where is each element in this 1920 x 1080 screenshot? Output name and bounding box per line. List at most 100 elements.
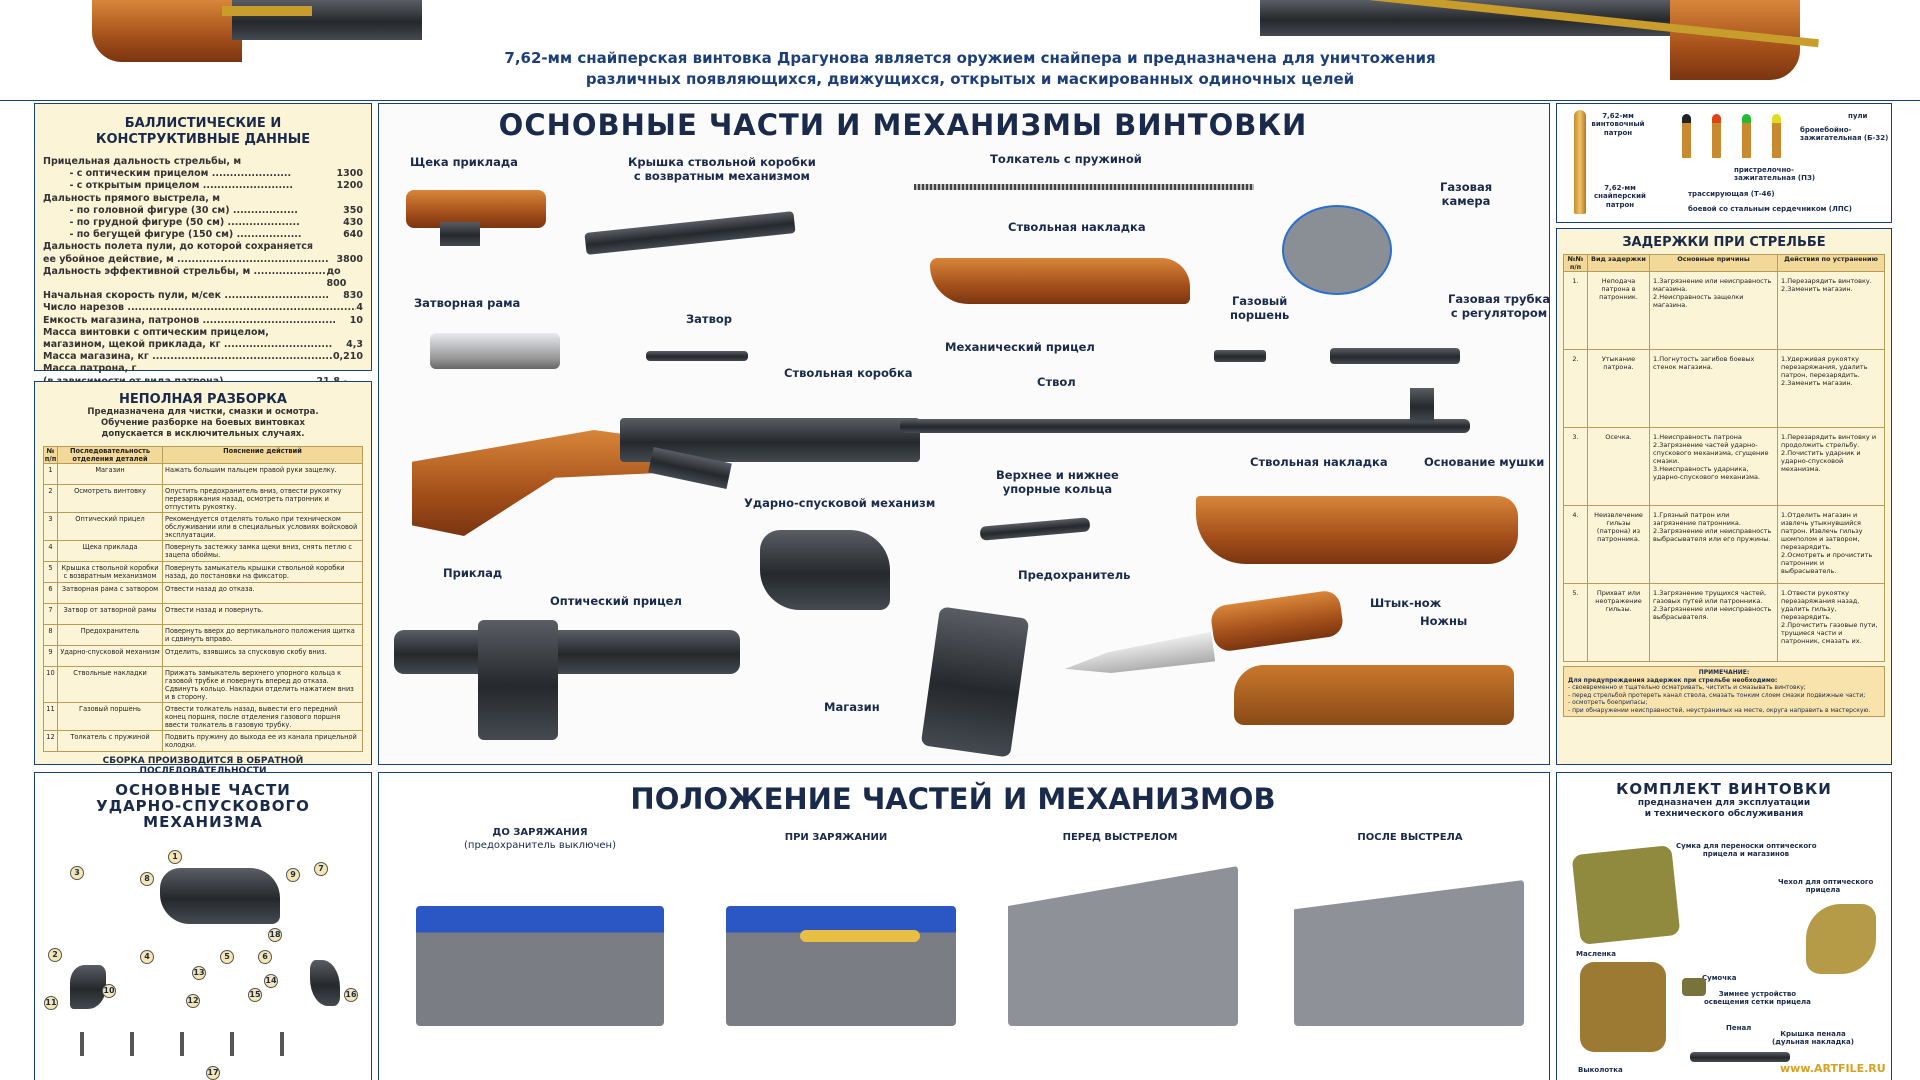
label-stock: Приклад: [443, 566, 503, 580]
ballistics-row: Дальность полета пули, до которой сохран…: [43, 241, 314, 253]
poster-frame: [0, 100, 1920, 1080]
pins-image: [80, 1032, 330, 1056]
ballistics-row: Емкость магазина, патронов .............…: [43, 314, 363, 326]
ballistics-row: - с открытым прицелом ..................…: [43, 180, 363, 192]
cartridge-rifle-image: [1574, 110, 1586, 214]
part-number-2: 2: [48, 948, 62, 962]
bullets-label: пули: [1848, 112, 1868, 120]
gas-tube-image: [1330, 348, 1460, 364]
ballistics-row: Масса патрона, г: [43, 363, 137, 375]
label-bolt: Затвор: [686, 312, 733, 326]
part-number-13: 13: [192, 966, 206, 980]
gas-chamber-detail-image: [1282, 205, 1392, 295]
part-number-9: 9: [286, 868, 300, 882]
label-safety: Предохранитель: [1018, 568, 1131, 582]
ballistics-row: магазином, щекой приклада, кг ..........…: [43, 339, 363, 351]
kit-drift-label: Выколотка: [1578, 1066, 1623, 1074]
part-number-4: 4: [140, 950, 154, 964]
label-cheek: Щека приклада: [410, 155, 518, 169]
label-mech-sight: Механический прицел: [945, 340, 1095, 354]
delays-row: 1.Неподача патрона в патронник.1.Загрязн…: [1563, 271, 1885, 350]
rifle-front-sight-image: [1410, 388, 1434, 422]
delays-row: 2.Утыкание патрона.1.Погнутость загибов …: [1563, 349, 1885, 428]
part-number-18: 18: [268, 928, 282, 942]
bullet-b32-label: бронебойно- зажигательная (Б-32): [1800, 126, 1889, 143]
cheek-rest-image: [406, 190, 546, 228]
part-number-7: 7: [314, 862, 328, 876]
part-number-12: 12: [186, 994, 200, 1008]
ballistics-title: БАЛЛИСТИЧЕСКИЕ И КОНСТРУКТИВНЫЕ ДАННЫЕ: [95, 116, 311, 147]
part-number-10: 10: [102, 984, 116, 998]
cartridge-rifle-label: 7,62-мм винтовочный патрон: [1591, 112, 1645, 137]
kit-oiler-image: [1580, 962, 1666, 1052]
label-magazine: Магазин: [824, 700, 880, 714]
delays-row: 5.Прихват или неотражение гильзы.1.Загря…: [1563, 583, 1885, 662]
cartridge-sniper-label: 7,62-мм снайперский патрон: [1594, 184, 1646, 209]
kit-title: КОМПЛЕКТ ВИНТОВКИ: [1616, 780, 1832, 798]
ballistics-row: - по бегущей фигуре (150 см) ...........…: [43, 229, 363, 241]
ballistics-row: Масса магазина, кг .....................…: [43, 351, 363, 363]
bullet-pz-image: [1712, 114, 1721, 158]
part-number-3: 3: [70, 866, 84, 880]
label-piston: Газовый поршень: [1230, 294, 1290, 323]
kit-case-label: Пенал: [1726, 1024, 1752, 1032]
label-handguard-lower: Ствольная накладка: [1250, 455, 1388, 469]
position-loading-title: ПРИ ЗАРЯЖАНИИ: [784, 832, 888, 843]
lower-handguard-image: [1196, 496, 1518, 564]
ballistics-table: Прицельная дальность стрельбы, м - с опт…: [43, 156, 363, 400]
part-number-17: 17: [206, 1066, 220, 1080]
delays-note: ПРИМЕЧАНИЕ: Для предупреждения задержек …: [1563, 666, 1885, 717]
cartridges-panel: [1556, 103, 1892, 223]
ballistics-row: Масса винтовки с оптическим прицелом,: [43, 326, 269, 338]
label-bayonet: Штык-нож: [1370, 596, 1442, 610]
label-scabbard: Ножны: [1420, 614, 1468, 628]
hammer-image: [70, 965, 106, 1009]
label-gas-tube: Газовая трубка с регулятором: [1448, 292, 1551, 321]
trigger-parts-panel: [34, 772, 372, 1080]
label-gas-chamber: Газовая камера: [1440, 180, 1493, 209]
ballistics-row: - по грудной фигуре (50 см) ............…: [43, 217, 363, 229]
trigger-mechanism-image: [760, 530, 890, 610]
watermark: www.ARTFILE.RU: [1780, 1062, 1886, 1075]
part-number-8: 8: [140, 872, 154, 886]
part-number-16: 16: [344, 988, 358, 1002]
optical-sight-mount-image: [478, 620, 558, 740]
bullet-lps-label: боевой со стальным сердечником (ЛПС): [1688, 205, 1853, 213]
kit-pouch-label: Сумочка: [1702, 974, 1737, 982]
positions-title: ПОЛОЖЕНИЕ ЧАСТЕЙ И МЕХАНИЗМОВ: [630, 782, 1276, 816]
kit-cover-label: Чехол для оптического прицела: [1778, 878, 1874, 895]
label-carrier: Затворная рама: [414, 296, 521, 310]
header-rifle-right: [1260, 0, 1860, 90]
part-number-11: 11: [44, 996, 58, 1010]
label-trigger: Ударно-спусковой механизм: [744, 496, 936, 510]
ballistics-row: Число нарезов ..........................…: [43, 302, 363, 314]
magazine-image: [920, 606, 1030, 758]
cartridge-in-chamber-image: [800, 930, 920, 942]
bullet-b32-image: [1682, 114, 1691, 158]
kit-bag-image: [1571, 845, 1681, 945]
ballistics-panel: БАЛЛИСТИЧЕСКИЕ И КОНСТРУКТИВНЫЕ ДАННЫЕ П…: [34, 103, 372, 399]
label-cover: Крышка ствольной коробки с возвратным ме…: [628, 155, 816, 184]
disassembly-footer: СБОРКА ПРОИЗВОДИТСЯ В ОБРАТНОЙ ПОСЛЕДОВА…: [102, 756, 304, 776]
kit-case-cap-label: Крышка пенала (дульная накладка): [1772, 1030, 1854, 1047]
label-pusher: Толкатель с пружиной: [990, 152, 1142, 166]
kit-cover-image: [1806, 904, 1876, 974]
delays-row: 4.Неизвлечение гильзы (патрона) из патро…: [1563, 505, 1885, 584]
label-receiver: Ствольная коробка: [784, 366, 913, 380]
position-before-loading-title: ДО ЗАРЯЖАНИЯ(предохранитель выключен): [464, 827, 616, 851]
kit-pouch-image: [1682, 978, 1706, 996]
delays-title: ЗАДЕРЖКИ ПРИ СТРЕЛЬБЕ: [1622, 235, 1826, 250]
label-rings: Верхнее и нижнее упорные кольца: [996, 468, 1119, 497]
